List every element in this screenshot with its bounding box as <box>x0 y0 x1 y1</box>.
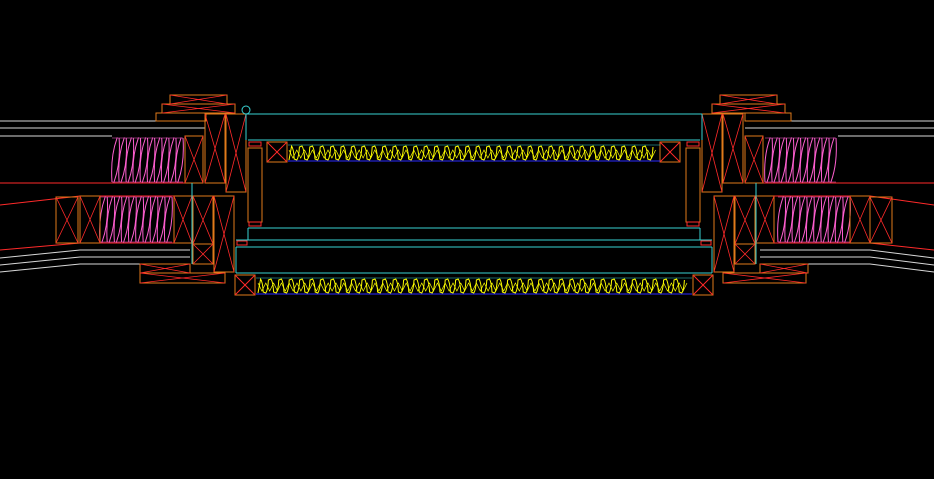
right-trim-stack <box>711 94 809 284</box>
lower-panel-core <box>257 277 688 294</box>
stud-hatch <box>734 243 756 265</box>
stud-hatch <box>849 195 871 244</box>
stud-hatch <box>701 113 723 193</box>
stud-hatch <box>755 195 775 244</box>
upper-panel-core <box>288 144 656 161</box>
right-insulation-top <box>764 137 837 183</box>
stud-hatch <box>734 195 756 245</box>
stud-hatch <box>713 195 735 273</box>
insulation-loop <box>766 137 837 183</box>
stud <box>213 195 235 273</box>
stud <box>55 196 79 244</box>
stud <box>734 243 756 265</box>
insulation-loop <box>113 137 184 183</box>
stud <box>79 195 101 244</box>
stud <box>192 243 214 265</box>
stud-hatch <box>869 196 893 244</box>
stud-hatch <box>204 113 226 184</box>
stud <box>722 113 744 184</box>
insulation-loop <box>99 196 171 243</box>
stud <box>849 195 871 244</box>
stud-hatch <box>173 195 193 244</box>
left-insulation-top <box>111 137 184 183</box>
panel-zigzag <box>288 149 656 159</box>
panel-zigzag <box>288 144 654 161</box>
stud-hatch <box>213 195 235 273</box>
stud <box>204 113 226 184</box>
right-insulation-bottom <box>777 196 851 243</box>
left-framing <box>55 113 247 273</box>
stud-hatch <box>55 196 79 244</box>
stud-hatch <box>744 135 764 184</box>
insulation-loop <box>764 137 835 183</box>
insulation-loop <box>779 196 851 243</box>
right-framing <box>701 113 893 273</box>
stud-hatch <box>722 113 744 184</box>
stud-hatch <box>192 195 214 245</box>
insulation-loop <box>111 137 182 183</box>
stud <box>713 195 735 273</box>
stud <box>184 135 204 184</box>
panel-zigzag <box>257 282 688 292</box>
right-trim-hatch <box>711 94 809 284</box>
insulation-loop <box>777 196 849 243</box>
panel-zigzag <box>257 277 685 294</box>
left-trim-stack <box>139 94 236 284</box>
stud-hatch <box>79 195 101 244</box>
left-trim-hatch <box>139 94 236 284</box>
stud-hatch <box>225 113 247 193</box>
left-insulation-bottom <box>99 196 173 243</box>
insulation-loop <box>101 196 173 243</box>
center-frame <box>234 105 714 296</box>
stud-hatch <box>192 243 214 265</box>
stud <box>744 135 764 184</box>
stud-hatch <box>184 135 204 184</box>
